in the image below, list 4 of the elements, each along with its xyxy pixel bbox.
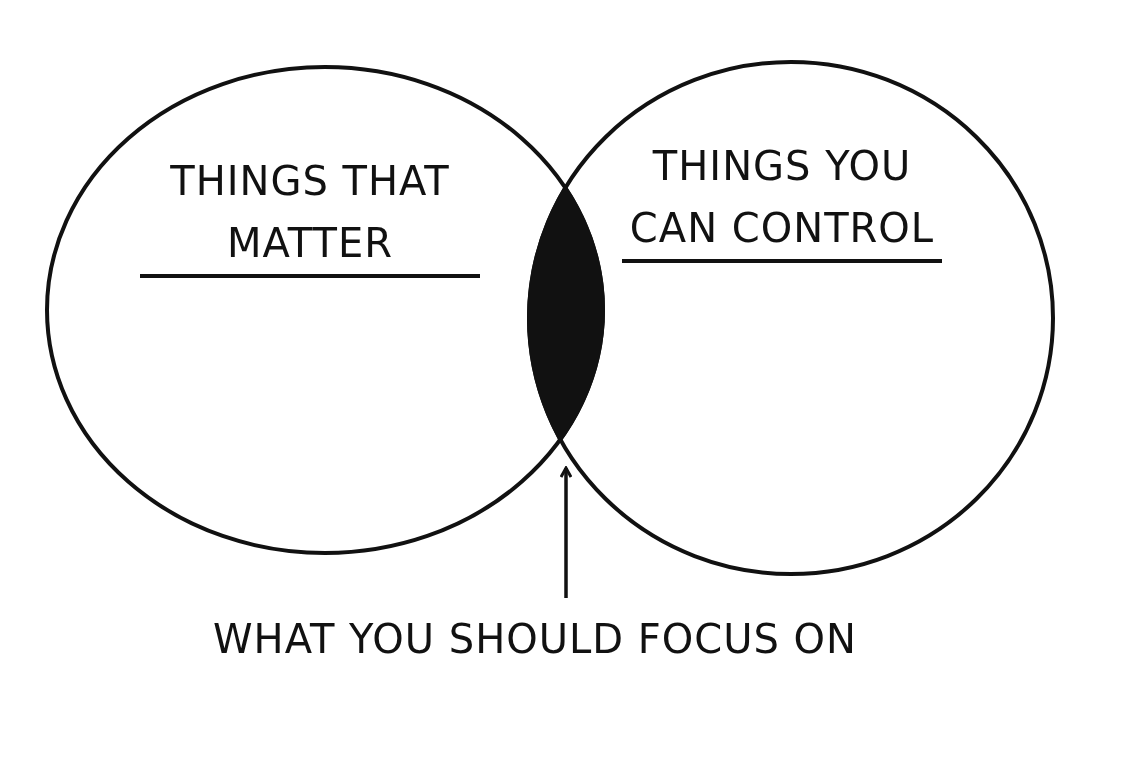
caption-text: WHAT YOU SHOULD FOCUS ON bbox=[212, 615, 858, 664]
arrow bbox=[559, 466, 573, 598]
circle-label: THINGS YOU CAN CONTROL bbox=[622, 135, 942, 263]
circle-label: THINGS THAT MATTER bbox=[140, 150, 480, 278]
